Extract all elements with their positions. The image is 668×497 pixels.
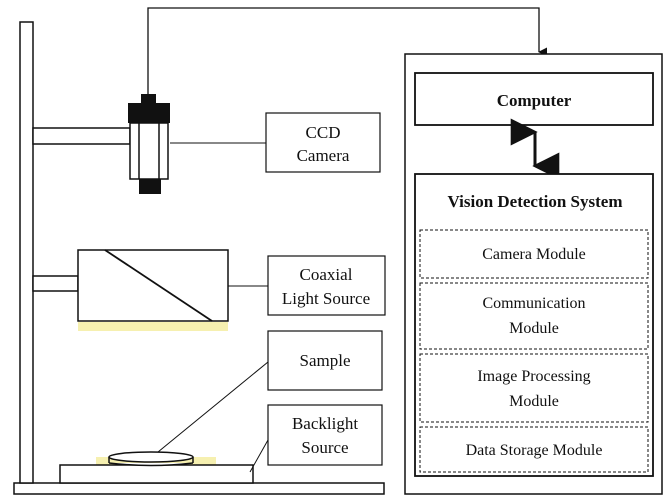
svg-text:Coaxial: Coaxial <box>300 265 353 284</box>
sample-label: Sample <box>267 330 383 391</box>
light-arm <box>32 275 79 292</box>
svg-text:Data Storage Module: Data Storage Module <box>466 442 603 459</box>
camera-cable <box>147 7 548 94</box>
svg-text:Module: Module <box>509 320 559 337</box>
camera-arm <box>32 127 131 145</box>
module-image-processing: Image Processing Module <box>419 353 649 423</box>
ccd-camera-label: CCD Camera <box>265 112 381 173</box>
backlight-leader <box>249 439 269 473</box>
svg-text:Camera Module: Camera Module <box>482 246 586 263</box>
svg-text:Vision Detection System: Vision Detection System <box>447 192 622 211</box>
svg-text:Sample: Sample <box>300 351 351 370</box>
svg-text:Backlight: Backlight <box>292 414 358 433</box>
svg-text:Module: Module <box>509 393 559 410</box>
sample <box>108 451 194 463</box>
svg-text:Source: Source <box>301 438 348 457</box>
computer-box: Computer <box>414 72 654 126</box>
backlight-source <box>59 464 254 484</box>
coaxial-light-glow <box>78 322 228 331</box>
backlight-label: Backlight Source <box>267 404 383 466</box>
svg-text:Image Processing: Image Processing <box>477 368 590 385</box>
svg-text:CCD: CCD <box>306 123 341 142</box>
beam-splitter <box>104 249 213 322</box>
stand-pole <box>19 21 34 484</box>
svg-text:Camera: Camera <box>297 146 350 165</box>
svg-text:Light Source: Light Source <box>282 289 370 308</box>
base-plate <box>13 482 385 495</box>
ccd-camera <box>128 94 170 194</box>
module-camera: Camera Module <box>419 229 649 279</box>
svg-text:Communication: Communication <box>482 295 585 312</box>
sample-leader <box>157 361 269 453</box>
coaxial-light-label: Coaxial Light Source <box>267 255 386 316</box>
module-data-storage: Data Storage Module <box>419 426 649 473</box>
svg-text:Computer: Computer <box>497 91 572 110</box>
coaxial-light-source <box>77 249 229 322</box>
module-communication: Communication Module <box>419 282 649 350</box>
